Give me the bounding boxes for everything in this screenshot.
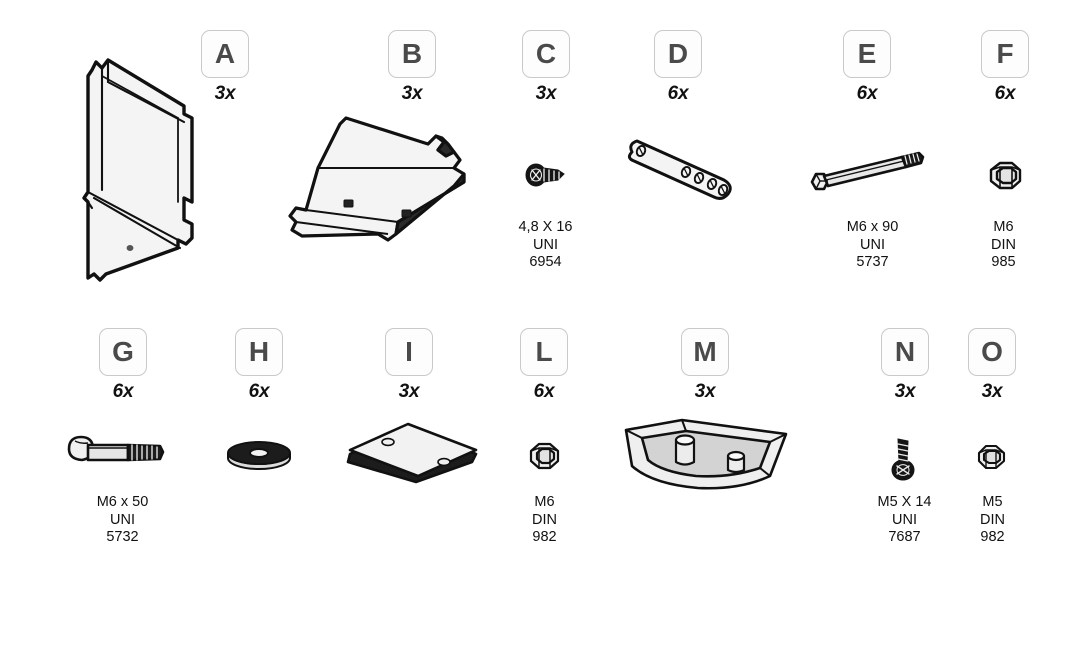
part-chip-G: G <box>99 328 147 376</box>
part-cell-F: F 6x <box>981 30 1029 103</box>
spec-line: M5 X 14 <box>877 494 932 510</box>
part-quantity-F: 6x <box>994 83 1016 104</box>
part-letter-G: G <box>112 336 134 367</box>
part-chip-O: O <box>968 328 1016 376</box>
part-quantity-I: 3x <box>398 381 420 402</box>
spec-line: M6 <box>993 219 1014 235</box>
part-chip-F: F <box>981 30 1029 78</box>
spec-line: 982 <box>980 529 1005 545</box>
part-cell-G: G 6x <box>99 328 147 401</box>
part-quantity-D: 6x <box>667 83 689 104</box>
part-chip-A: A <box>201 30 249 78</box>
spec-line: 985 <box>991 254 1016 270</box>
spec-line: M6 x 50 <box>96 494 149 510</box>
part-quantity-E: 6x <box>856 83 878 104</box>
part-chip-L: L <box>520 328 568 376</box>
pan-head-screw-icon <box>886 437 922 483</box>
bracket-rail-part-icon <box>72 52 207 287</box>
part-letter-F: F <box>996 38 1014 69</box>
part-spec-F: M6 DIN 985 <box>936 219 1071 272</box>
self-tapping-screw-icon <box>524 160 570 190</box>
flat-washer-icon <box>226 440 292 472</box>
spec-line: M6 <box>534 494 555 510</box>
part-cell-H: H 6x <box>235 328 283 401</box>
part-chip-N: N <box>881 328 929 376</box>
lock-nut-icon <box>527 441 563 474</box>
spec-line: 6954 <box>529 254 562 270</box>
spec-line: 5732 <box>106 529 139 545</box>
part-letter-I: I <box>405 336 413 367</box>
part-cell-C: C 3x <box>522 30 570 103</box>
part-quantity-H: 6x <box>248 381 270 402</box>
part-letter-B: B <box>401 38 423 69</box>
tray-with-posts-icon <box>620 418 792 492</box>
part-cell-N: N 3x <box>881 328 929 401</box>
part-chip-B: B <box>388 30 436 78</box>
part-chip-D: D <box>654 30 702 78</box>
part-cell-A: A 3x <box>201 30 249 103</box>
part-spec-E: M6 x 90 UNI 5737 <box>805 219 940 272</box>
spec-line: 5737 <box>856 254 889 270</box>
part-chip-I: I <box>385 328 433 376</box>
spec-line: DIN <box>980 511 1005 528</box>
part-quantity-A: 3x <box>214 83 236 104</box>
spec-line: UNI <box>892 511 917 528</box>
part-spec-L: M6 DIN 982 <box>477 494 612 547</box>
part-letter-H: H <box>248 336 270 367</box>
spec-line: UNI <box>110 511 135 528</box>
part-letter-L: L <box>535 336 553 367</box>
spec-line: 7687 <box>888 529 921 545</box>
part-chip-H: H <box>235 328 283 376</box>
spec-line: 4,8 X 16 <box>518 219 573 235</box>
part-letter-N: N <box>894 336 916 367</box>
part-letter-E: E <box>857 38 877 69</box>
part-chip-M: M <box>681 328 729 376</box>
carriage-bolt-icon <box>66 432 171 474</box>
spec-line: M6 x 90 <box>846 219 899 235</box>
part-chip-E: E <box>843 30 891 78</box>
part-chip-C: C <box>522 30 570 78</box>
part-letter-M: M <box>693 336 717 367</box>
spec-line: 982 <box>532 529 557 545</box>
flat-plate-two-holes-icon <box>340 420 482 488</box>
spec-line: M5 <box>982 494 1003 510</box>
spec-line: DIN <box>991 236 1016 253</box>
part-spec-G: M6 x 50 UNI 5732 <box>55 494 190 547</box>
part-spec-N: M5 X 14 UNI 7687 <box>837 494 972 547</box>
part-letter-O: O <box>981 336 1003 367</box>
part-cell-M: M 3x <box>681 328 729 401</box>
spec-line: UNI <box>533 236 558 253</box>
part-quantity-B: 3x <box>401 83 423 104</box>
lock-nut-icon <box>986 159 1026 195</box>
part-cell-D: D 6x <box>654 30 702 103</box>
part-spec-O: M5 DIN 982 <box>925 494 1060 547</box>
hex-head-bolt-long-icon <box>806 151 928 200</box>
folded-panel-part-icon <box>278 112 490 252</box>
spec-line: UNI <box>860 236 885 253</box>
part-cell-B: B 3x <box>388 30 436 103</box>
part-quantity-N: 3x <box>894 381 916 402</box>
part-cell-I: I 3x <box>385 328 433 401</box>
part-cell-O: O 3x <box>968 328 1016 401</box>
part-quantity-O: 3x <box>981 381 1003 402</box>
lock-nut-small-icon <box>975 443 1009 473</box>
part-letter-D: D <box>667 38 689 69</box>
part-quantity-G: 6x <box>112 381 134 402</box>
part-cell-E: E 6x <box>843 30 891 103</box>
part-quantity-M: 3x <box>694 381 716 402</box>
part-letter-A: A <box>214 38 236 69</box>
part-cell-L: L 6x <box>520 328 568 401</box>
part-quantity-C: 3x <box>535 83 557 104</box>
spec-line: DIN <box>532 511 557 528</box>
perforated-flat-bar-icon <box>624 134 740 208</box>
part-quantity-L: 6x <box>533 381 555 402</box>
part-letter-C: C <box>535 38 557 69</box>
part-spec-C: 4,8 X 16 UNI 6954 <box>478 219 613 272</box>
